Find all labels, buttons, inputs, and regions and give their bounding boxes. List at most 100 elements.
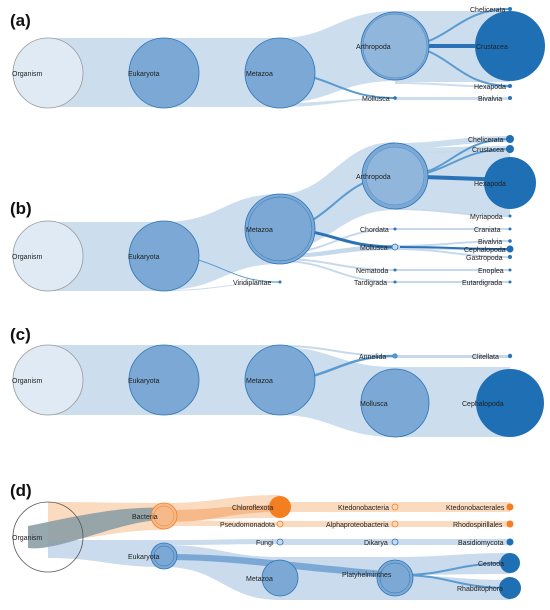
node-chordata[interactable]	[393, 227, 397, 231]
node-ktedonobacteria[interactable]	[391, 503, 399, 511]
node-platyhelminthes-ring	[379, 562, 411, 594]
node-rhodospirillales[interactable]	[506, 520, 514, 528]
flow-eukaryota-viridiplantae	[164, 282, 280, 291]
node-chelicerata[interactable]	[508, 7, 512, 11]
panel-label-b: (b)	[10, 199, 32, 218]
flow-organism-eukaryota	[48, 540, 164, 567]
label-craniata: Craniata	[474, 227, 501, 234]
node-alphaproteobacteria[interactable]	[391, 520, 399, 528]
node-metazoa[interactable]	[244, 193, 316, 265]
label-metazoa: Metazoa	[246, 71, 273, 78]
node-gastropoda[interactable]	[508, 255, 512, 259]
node-cestoda[interactable]	[500, 553, 520, 573]
label-ktedonobacterales: Ktedonobacterales	[446, 505, 505, 512]
label-bivalvia: Bivalvia	[478, 239, 502, 246]
flow-metazoa-nematoda	[280, 258, 395, 271]
flow-metazoa-chordata	[280, 228, 395, 254]
flow-chordata-craniata	[395, 228, 510, 230]
label-eukaryota: Eukaryota	[128, 71, 160, 78]
node-crustacea[interactable]	[475, 11, 545, 81]
node-basidiomycota[interactable]	[506, 538, 514, 546]
node-ktedonobacterales[interactable]	[506, 503, 514, 511]
label-eukaryota: Eukaryota	[128, 378, 160, 385]
label-rhodospirillales: Rhodospirillales	[453, 522, 503, 529]
label-eutardigrada: Eutardigrada	[462, 280, 502, 287]
panel-b: (b) Organism Eukaryota Viridiplantae Met…	[10, 135, 536, 292]
node-enoplea[interactable]	[508, 268, 512, 272]
node-hexapoda[interactable]	[484, 157, 536, 209]
node-metazoa[interactable]	[261, 559, 299, 597]
node-viridiplantae[interactable]	[278, 280, 282, 284]
panel-d: (d) Organism Bacteria Eukaryota Chlorofl…	[10, 481, 521, 600]
label-chelicerata: Chelicerata	[468, 137, 504, 144]
panel-label-d: (d)	[10, 481, 32, 500]
node-fungi[interactable]	[276, 538, 284, 546]
node-dikarya[interactable]	[391, 538, 399, 546]
node-hexapoda[interactable]	[508, 84, 512, 88]
node-tardigrada[interactable]	[393, 280, 397, 284]
node-chelicerata[interactable]	[506, 135, 514, 143]
panel-c: (c) Organism Eukaryota Metazoa Annelida …	[10, 325, 544, 438]
label-organism: Organism	[12, 378, 43, 385]
label-myriapoda: Myriapoda	[470, 214, 503, 221]
label-clitellata: Clitellata	[472, 354, 499, 361]
node-metazoa[interactable]	[244, 344, 316, 416]
label-cephalopoda: Cephalopoda	[462, 401, 504, 408]
node-crustacea[interactable]	[506, 145, 514, 153]
flow-arthropoda-hexapoda	[395, 82, 510, 88]
node-cephalopoda[interactable]	[506, 245, 514, 253]
node-eukaryota[interactable]	[128, 220, 200, 292]
flow-metazoa-mollusca	[280, 245, 395, 258]
node-pseudomonadota[interactable]	[276, 520, 284, 528]
panel-label-a: (a)	[10, 11, 31, 30]
label-cestoda: Cestoda	[478, 561, 504, 568]
node-cephalopoda[interactable]	[476, 369, 544, 437]
flow-mollusca-bivalvia	[395, 97, 510, 100]
label-arthropoda: Arthropoda	[356, 44, 391, 51]
node-metazoa[interactable]	[244, 37, 316, 109]
node-bacteria-ring	[153, 505, 175, 527]
node-eukaryota[interactable]	[150, 542, 178, 570]
flow-highlight-platyhelminthes-rhabditophora	[399, 574, 511, 589]
label-basidiomycota: Basidiomycota	[458, 540, 504, 547]
label-metazoa: Metazoa	[246, 227, 273, 234]
node-organism[interactable]	[12, 37, 84, 109]
node-craniata[interactable]	[508, 227, 512, 231]
node-arthropoda-ring	[362, 13, 428, 79]
node-chloroflexota[interactable]	[269, 496, 291, 518]
label-chordata: Chordata	[360, 227, 389, 234]
label-chelicerata: Chelicerata	[470, 7, 506, 14]
label-eukaryota: Eukaryota	[128, 554, 160, 561]
panel-a: (a) Organism Eukaryota Metazoa Arthropod…	[10, 7, 545, 109]
node-organism[interactable]	[12, 344, 84, 416]
flow-annelida-clitellata	[395, 355, 510, 358]
node-platyhelminthes[interactable]	[376, 559, 414, 597]
label-crustacea: Crustacea	[472, 147, 504, 154]
node-bacteria[interactable]	[150, 502, 178, 530]
label-ktedonobacteria: Ktedonobacteria	[338, 505, 389, 512]
label-chloroflexota: Chloroflexota	[232, 505, 273, 512]
node-bivalvia[interactable]	[508, 239, 512, 243]
label-pseudomonadota: Pseudomonadota	[220, 522, 275, 529]
node-bivalvia[interactable]	[508, 96, 512, 100]
node-annelida[interactable]	[392, 353, 398, 359]
flow-metazoa-annelida	[280, 345, 395, 357]
node-organism[interactable]	[12, 220, 84, 292]
node-eutardigrada[interactable]	[508, 280, 512, 284]
node-organism[interactable]	[12, 501, 84, 573]
node-eukaryota[interactable]	[128, 344, 200, 416]
flow-platyhelminthes-cestoda	[395, 553, 510, 575]
node-clitellata[interactable]	[507, 353, 513, 359]
label-arthropoda: Arthropoda	[356, 174, 391, 181]
node-myriapoda[interactable]	[508, 214, 512, 218]
flow-mollusca-gastropoda	[395, 248, 510, 258]
node-mollusca[interactable]	[391, 243, 399, 251]
node-rhabditophora[interactable]	[499, 577, 521, 599]
node-mollusca[interactable]	[360, 368, 430, 438]
node-eukaryota[interactable]	[128, 37, 200, 109]
label-crustacea: Crustacea	[476, 44, 508, 51]
node-nematoda[interactable]	[393, 268, 397, 272]
node-mollusca[interactable]	[393, 96, 397, 100]
node-eukaryota-ring	[153, 545, 175, 567]
